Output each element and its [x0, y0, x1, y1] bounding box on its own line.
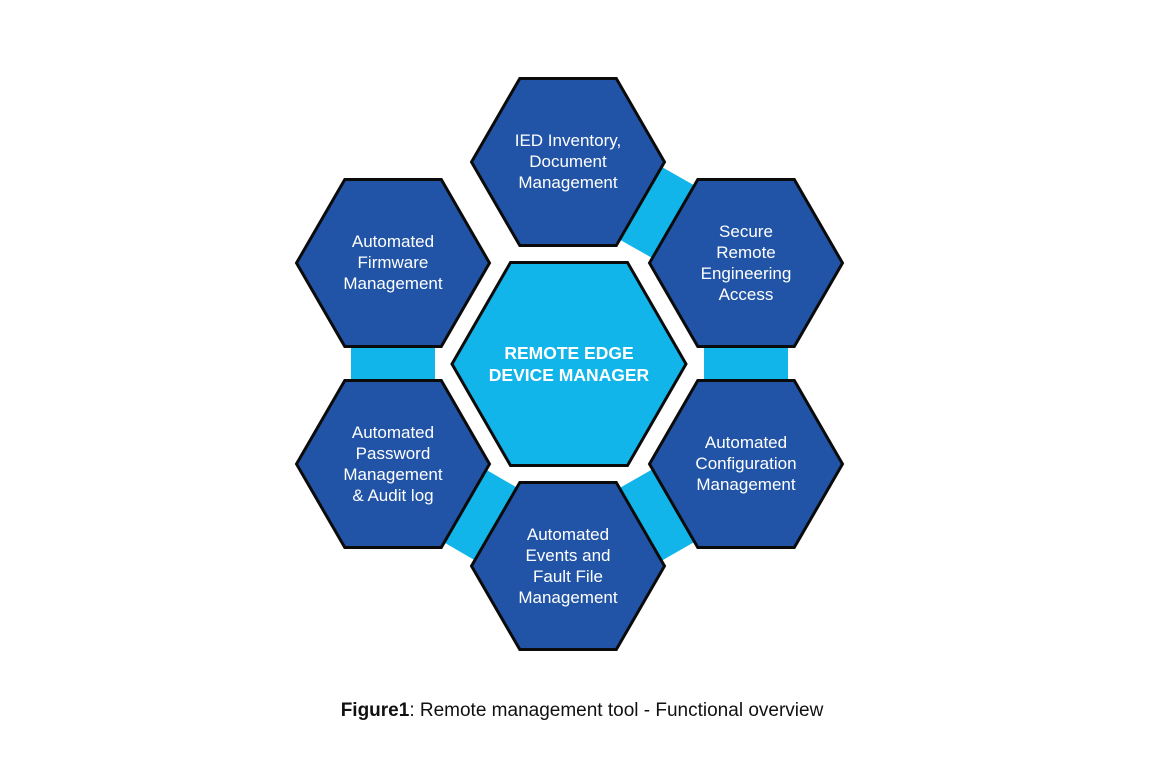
hexagons-layer	[294, 77, 845, 651]
hexagon-lower-right	[647, 379, 845, 549]
hexagon-upper-right	[647, 178, 845, 348]
figure-caption: Figure1: Remote management tool - Functi…	[0, 700, 1164, 722]
hexagon-upper-left	[294, 178, 492, 348]
caption-text: : Remote management tool - Functional ov…	[409, 700, 824, 721]
hexagon-lower-left	[294, 379, 492, 549]
hexagon-top	[469, 77, 667, 247]
caption-figure-number: Figure1	[340, 700, 410, 721]
hexagon-bottom	[469, 481, 667, 651]
center-hexagon	[450, 261, 688, 467]
